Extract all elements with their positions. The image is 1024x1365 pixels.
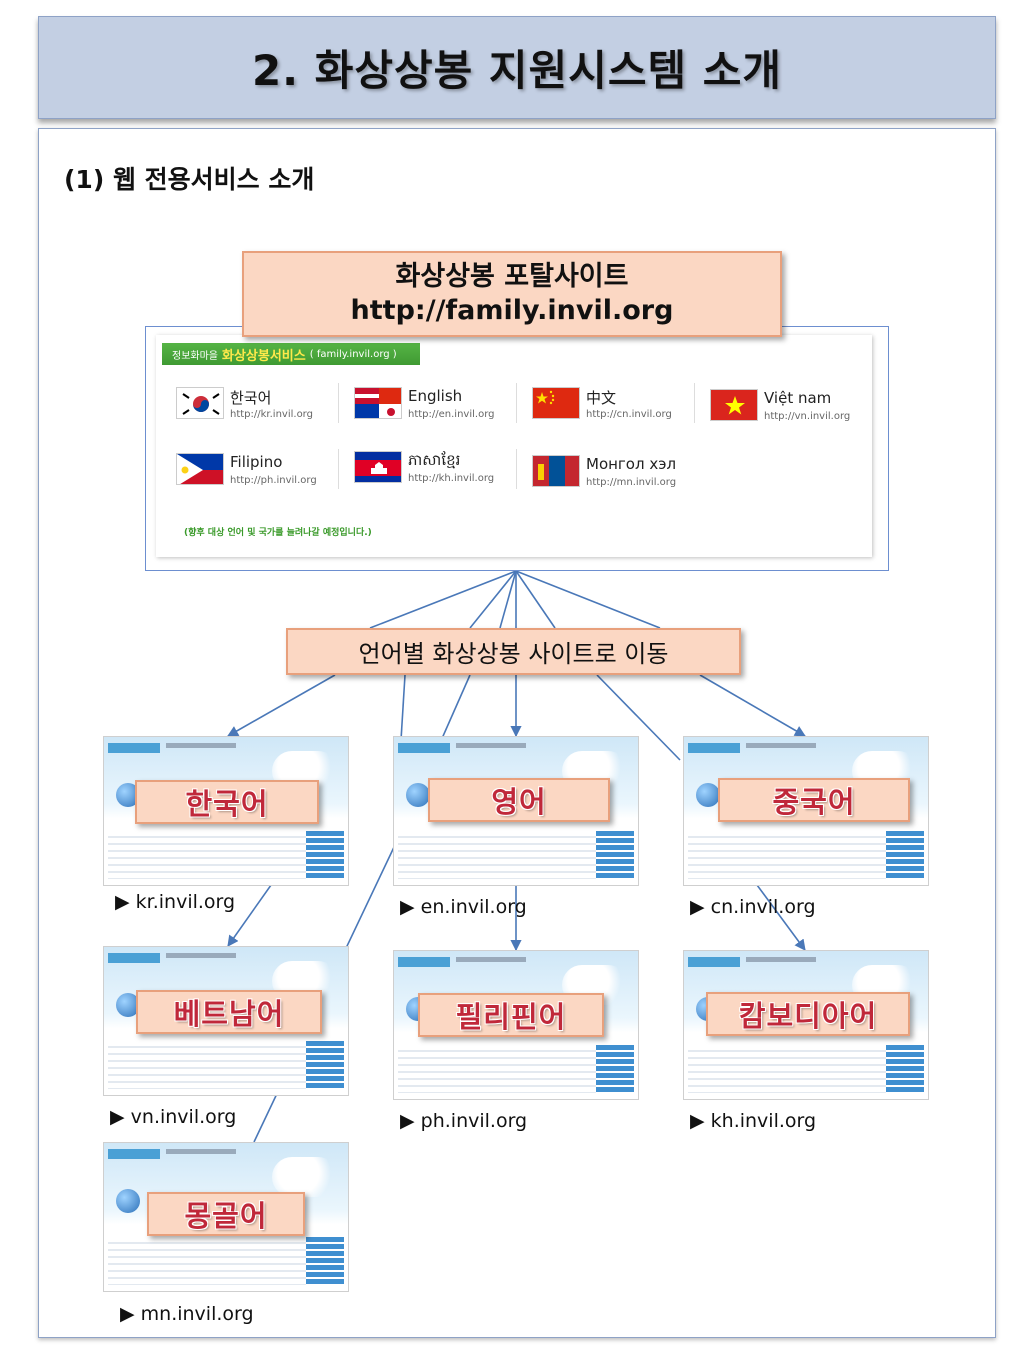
lang-url: http://ph.invil.org bbox=[230, 475, 317, 486]
site-url-kr[interactable]: ▶ kr.invil.org bbox=[115, 891, 236, 913]
vietnam-flag-icon bbox=[710, 389, 758, 421]
portal-callout: 화상상봉 포탈사이트 http://family.invil.org bbox=[242, 251, 782, 337]
site-label-cn: 중국어 bbox=[718, 778, 910, 822]
lang-name: 中文 bbox=[586, 389, 617, 407]
globe-icon bbox=[116, 1189, 140, 1213]
connector-to-move-callout-6 bbox=[515, 570, 661, 629]
site-url-ph[interactable]: ▶ ph.invil.org bbox=[400, 1110, 528, 1132]
lang-divider bbox=[516, 449, 517, 489]
section-heading: (1) 웹 전용서비스 소개 bbox=[64, 165, 315, 194]
mongolia-flag-icon bbox=[532, 455, 580, 487]
site-url-en[interactable]: ▶ en.invil.org bbox=[400, 896, 527, 918]
tab-title: 화상상봉서비스 bbox=[222, 348, 306, 364]
lang-link-khmer[interactable]: ភាសាខ្មែរ http://kh.invil.org bbox=[354, 447, 524, 491]
move-callout: 언어별 화상상봉 사이트로 이동 bbox=[286, 628, 741, 675]
portal-screenshot: 정보화마을 화상상봉서비스 ( family.invil.org ) 한국어 h… bbox=[145, 326, 889, 571]
lang-url: http://mn.invil.org bbox=[586, 477, 677, 488]
site-url-cn[interactable]: ▶ cn.invil.org bbox=[690, 896, 816, 918]
connector-to-move-callout-2 bbox=[469, 570, 517, 629]
portal-note: (향후 대상 언어 및 국가를 늘려나갈 예정입니다.) bbox=[184, 528, 372, 538]
tab-prefix: 정보화마을 bbox=[172, 350, 218, 362]
connector-cn bbox=[699, 674, 806, 737]
connector-to-move-callout-1 bbox=[369, 570, 517, 629]
lang-divider bbox=[694, 383, 695, 423]
lang-name: 한국어 bbox=[230, 389, 272, 407]
lang-link-korean[interactable]: 한국어 http://kr.invil.org bbox=[176, 383, 346, 427]
lang-name: Монгол хэл bbox=[586, 455, 677, 473]
connector-to-move-callout-5 bbox=[515, 570, 556, 629]
lang-link-english[interactable]: English http://en.invil.org bbox=[354, 383, 524, 427]
lang-url: http://cn.invil.org bbox=[586, 409, 672, 420]
site-label-kr: 한국어 bbox=[135, 780, 319, 824]
lang-name: ភាសាខ្មែរ bbox=[408, 451, 461, 469]
site-label-mn: 몽골어 bbox=[147, 1192, 305, 1236]
lang-divider bbox=[338, 449, 339, 489]
portal-callout-url[interactable]: http://family.invil.org bbox=[350, 295, 674, 326]
lang-url: http://kh.invil.org bbox=[408, 473, 495, 484]
portal-page: 정보화마을 화상상봉서비스 ( family.invil.org ) 한국어 h… bbox=[156, 335, 872, 557]
lang-name: English bbox=[408, 387, 463, 405]
connector-vn-down bbox=[227, 877, 277, 947]
slide-title: 2. 화상상봉 지원시스템 소개 bbox=[251, 46, 783, 95]
lang-url: http://vn.invil.org bbox=[764, 411, 851, 422]
lang-url: http://en.invil.org bbox=[408, 409, 495, 420]
philippines-flag-icon bbox=[176, 453, 224, 485]
connector-cn-2 bbox=[596, 674, 681, 761]
globe-icon bbox=[696, 783, 720, 807]
lang-link-vietnamese[interactable]: Việt nam http://vn.invil.org bbox=[710, 385, 880, 429]
lang-divider bbox=[516, 383, 517, 423]
site-label-vn: 베트남어 bbox=[136, 990, 322, 1034]
site-label-ph: 필리핀어 bbox=[418, 993, 604, 1037]
globe-icon bbox=[406, 783, 430, 807]
site-url-vn[interactable]: ▶ vn.invil.org bbox=[110, 1106, 237, 1128]
lang-name: Filipino bbox=[230, 453, 283, 471]
lang-url: http://kr.invil.org bbox=[230, 409, 313, 420]
korea-flag-icon bbox=[176, 387, 224, 419]
site-url-kh[interactable]: ▶ kh.invil.org bbox=[690, 1110, 817, 1132]
site-label-kh: 캄보디아어 bbox=[706, 992, 910, 1036]
connector-kr bbox=[227, 674, 336, 737]
china-flag-icon bbox=[532, 387, 580, 419]
portal-service-tab: 정보화마을 화상상봉서비스 ( family.invil.org ) bbox=[162, 343, 420, 365]
site-url-mn[interactable]: ▶ mn.invil.org bbox=[120, 1303, 254, 1325]
lang-link-mongolian[interactable]: Монгол хэл http://mn.invil.org bbox=[532, 451, 702, 495]
multi-flag-icon bbox=[354, 387, 402, 419]
cambodia-flag-icon bbox=[354, 451, 402, 483]
tab-domain: ( family.invil.org ) bbox=[309, 348, 397, 360]
lang-link-filipino[interactable]: Filipino http://ph.invil.org bbox=[176, 449, 346, 493]
slide-title-bar: 2. 화상상봉 지원시스템 소개 bbox=[38, 16, 996, 119]
connector-to-move-callout-3 bbox=[499, 570, 517, 629]
content-frame bbox=[38, 128, 996, 1338]
lang-name: Việt nam bbox=[764, 389, 832, 407]
connector-kh bbox=[756, 884, 806, 951]
lang-divider bbox=[338, 383, 339, 423]
portal-callout-title: 화상상봉 포탈사이트 bbox=[395, 261, 629, 292]
site-label-en: 영어 bbox=[428, 778, 610, 822]
lang-link-chinese[interactable]: 中文 http://cn.invil.org bbox=[532, 383, 702, 427]
